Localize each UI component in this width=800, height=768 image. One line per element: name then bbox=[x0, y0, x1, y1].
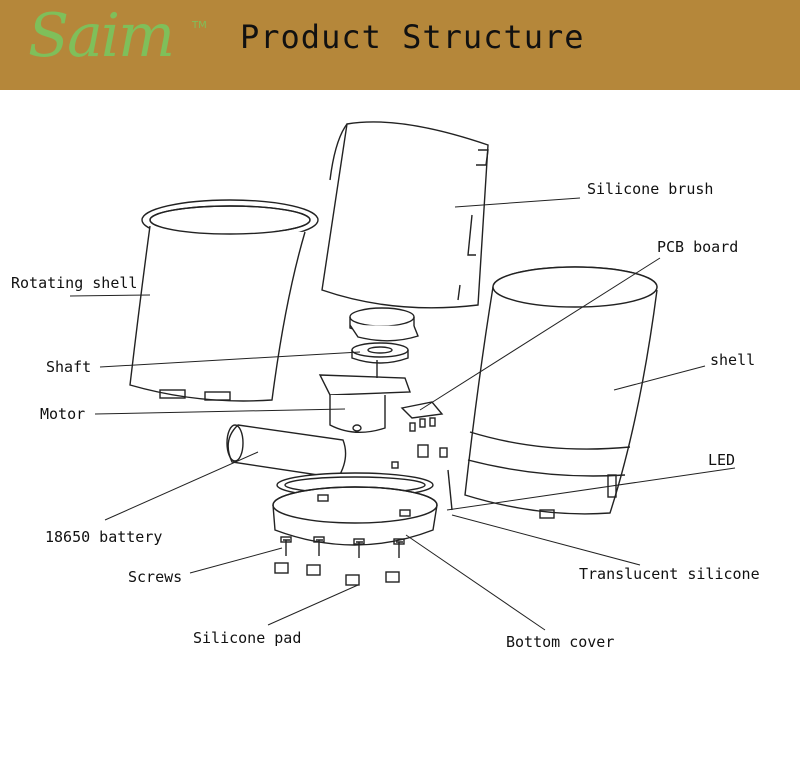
small-components bbox=[391, 444, 453, 511]
label-motor: Motor bbox=[40, 405, 86, 423]
header-banner: Saim TM Product Structure bbox=[0, 0, 800, 90]
shaft-part bbox=[351, 342, 409, 364]
shell-part bbox=[464, 266, 658, 519]
leader-lines bbox=[69, 197, 736, 631]
silicone-brush-part bbox=[321, 121, 489, 309]
screws-part bbox=[280, 536, 405, 558]
motor-part bbox=[318, 360, 411, 433]
exploded-diagram bbox=[69, 121, 736, 631]
silicone-pads-part bbox=[274, 562, 400, 586]
trademark-mark: TM bbox=[192, 20, 207, 31]
label-shell: shell bbox=[710, 351, 756, 369]
page-title: Product Structure bbox=[240, 18, 585, 56]
battery-part bbox=[226, 424, 347, 479]
coupler-part bbox=[349, 307, 419, 342]
pcb-board-part bbox=[400, 401, 444, 432]
label-shaft: Shaft bbox=[46, 358, 92, 376]
label-bottom-cover: Bottom cover bbox=[506, 633, 615, 651]
rotating-shell-part bbox=[129, 199, 319, 402]
brand-logo: Saim bbox=[28, 1, 175, 71]
label-silicone-brush: Silicone brush bbox=[587, 180, 714, 198]
label-led: LED bbox=[708, 451, 736, 469]
label-silicone-pad: Silicone pad bbox=[193, 629, 302, 647]
label-translucent-silicone: Translucent silicone bbox=[579, 565, 760, 583]
bottom-cover-part bbox=[272, 486, 438, 546]
label-18650-battery: 18650 battery bbox=[45, 528, 163, 546]
label-rotating-shell: Rotating shell bbox=[11, 274, 138, 292]
label-screws: Screws bbox=[128, 568, 183, 586]
label-pcb-board: PCB board bbox=[657, 238, 739, 256]
